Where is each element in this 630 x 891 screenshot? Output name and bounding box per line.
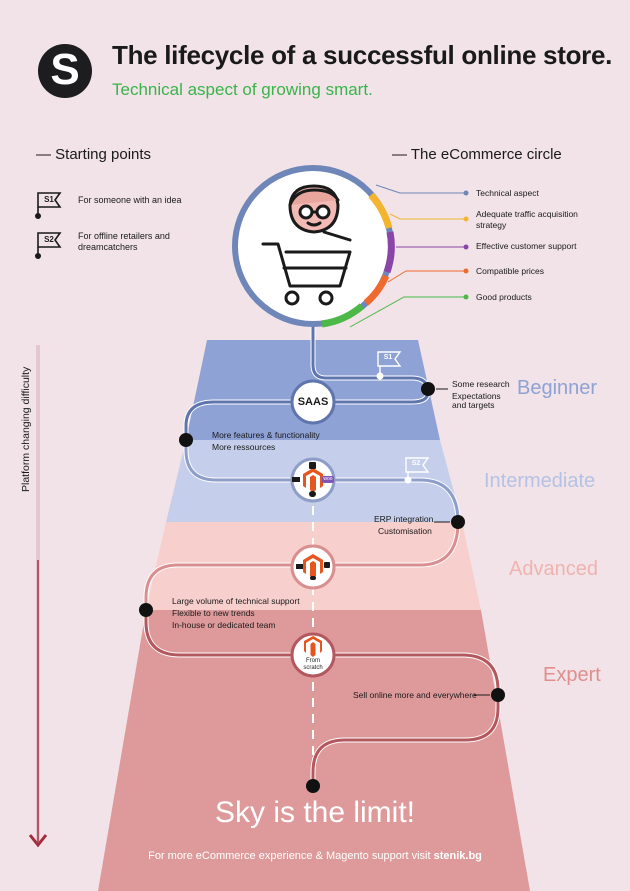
note-beginner-3: and targets: [452, 400, 495, 410]
saas-node-label: SAAS: [297, 396, 329, 408]
circle-arc-products: [321, 303, 365, 328]
leader-products: [349, 296, 466, 328]
prestashop-icon: [309, 491, 316, 497]
saas-node: [290, 379, 336, 425]
page-title: The lifecycle of a successful online sto…: [112, 40, 613, 70]
woo-node-label: woo: [323, 476, 333, 482]
shopper-cart-icon: [261, 184, 352, 306]
s1-path-badge-icon: [377, 351, 402, 367]
woo-icon: [322, 476, 334, 483]
note-features-2: More ressources: [212, 442, 276, 452]
page-subtitle: Technical aspect of growing smart.: [112, 80, 373, 99]
path-dot-expert: [491, 688, 505, 702]
circle-arc-traffic: [368, 192, 393, 229]
starting-points-heading: — Starting points: [36, 146, 152, 163]
footer-headline: Sky is the limit!: [214, 796, 416, 829]
note-intermediate-2: Customisation: [378, 526, 432, 536]
s2-path-badge: S2: [411, 460, 421, 467]
opencart-icon: [292, 477, 300, 482]
note-advanced-2: Flexible to new trends: [172, 608, 255, 618]
s2-badge-outline: [37, 232, 62, 248]
circle-item-support: Effective customer support: [476, 241, 577, 251]
leader-traffic: [389, 213, 466, 220]
level-advanced: Advanced: [509, 558, 598, 580]
path-dot-features: [179, 433, 193, 447]
s2-path-badge-icon: [405, 457, 430, 473]
circle-item-traffic: Adequate traffic acquisition strategy: [476, 209, 578, 230]
difficulty-axis-label: Platform changing difficulty: [20, 366, 32, 492]
level-intermediate: Intermediate: [484, 470, 596, 492]
prestashop-icon-adv: [310, 576, 316, 580]
s2-description: For offline retailers and dreamcatchers: [78, 231, 170, 252]
circle-item-technical: Technical aspect: [476, 188, 539, 198]
shopify-bag-icon-adv: [324, 562, 330, 568]
leader-prices: [387, 270, 466, 283]
footer-cta-text: For more eCommerce experience & Magento …: [148, 850, 434, 862]
note-beginner-1: Some research: [452, 379, 510, 389]
s1-badge-outline: [37, 192, 62, 208]
circle-item-products: Good products: [476, 292, 532, 302]
shopify-bag-icon: [309, 462, 316, 469]
s2-badge-label: S2: [44, 235, 54, 244]
path-dot-end: [306, 779, 320, 793]
circle-item-prices: Compatible prices: [476, 266, 545, 276]
note-beginner-2: Expectations: [452, 391, 501, 401]
path-dot-intermediate: [451, 515, 465, 529]
note-features-1: More features & functionality: [212, 430, 320, 440]
circle-arc-prices: [363, 274, 390, 306]
path-dot-beginner: [421, 382, 435, 396]
note-intermediate-1: ERP integration: [374, 514, 434, 524]
note-expert-1: Sell online more and everywhere: [353, 690, 477, 700]
leader-technical: [375, 184, 466, 194]
from-scratch-label: From scratch: [303, 658, 323, 671]
footer-cta: For more eCommerce experience & Magento …: [0, 850, 630, 862]
note-advanced-3: In-house or dedicated team: [172, 620, 276, 630]
s1-description: For someone with an idea: [78, 195, 182, 205]
s1-badge-label: S1: [44, 195, 54, 204]
difficulty-arrow-head: [28, 834, 48, 848]
magento-icon: [303, 468, 323, 492]
circle-arc-support: [383, 231, 395, 274]
opencart-icon-adv: [296, 564, 303, 569]
magento-icon-advanced: [303, 554, 323, 578]
level-expert: Expert: [543, 664, 601, 686]
note-advanced-1: Large volume of technical support: [172, 596, 300, 606]
stenik-logo: S: [38, 44, 92, 98]
footer-link[interactable]: stenik.bg: [433, 850, 482, 862]
level-beginner: Beginner: [517, 377, 598, 399]
magento-icon-expert: [304, 636, 322, 657]
s1-path-badge: S1: [383, 354, 393, 361]
path-dot-advanced: [139, 603, 153, 617]
ecommerce-circle-heading: — The eCommerce circle: [392, 146, 562, 163]
